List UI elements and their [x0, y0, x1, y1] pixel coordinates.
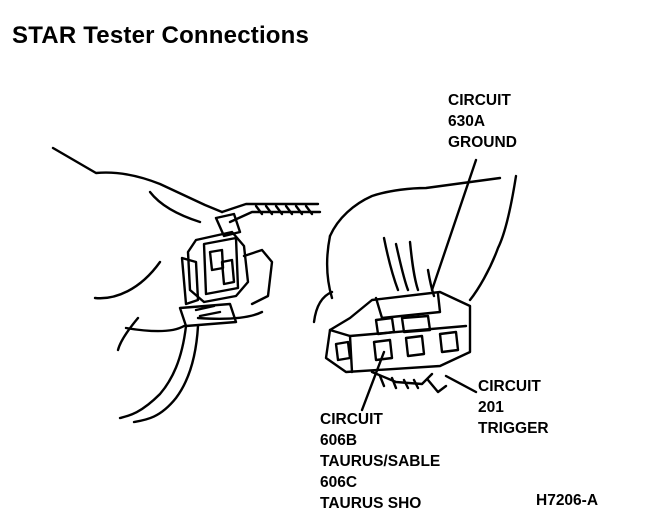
callout-taurus: CIRCUIT 606B TAURUS/SABLE 606C TAURUS SH… [320, 409, 440, 514]
leader-taurus [360, 350, 386, 412]
figure-code: H7206-A [536, 492, 599, 509]
left-hand [51, 146, 224, 352]
right-hand [312, 174, 518, 324]
callout-ground-line-2: 630A [448, 113, 486, 130]
callout-taurus-line-1: CIRCUIT [320, 411, 383, 428]
left-cable [118, 310, 264, 424]
callout-ground-line-1: CIRCUIT [448, 92, 511, 109]
leader-trigger [444, 374, 478, 394]
callout-trigger: CIRCUIT 201 TRIGGER [478, 376, 549, 439]
callout-taurus-line-4: 606C [320, 474, 358, 491]
callout-taurus-line-2: 606B [320, 432, 358, 449]
callout-ground-line-3: GROUND [448, 134, 517, 151]
callout-trigger-line-3: TRIGGER [478, 420, 549, 437]
leader-lines [360, 158, 478, 412]
left-connector [178, 212, 274, 328]
leader-ground [430, 158, 478, 292]
harness-wires-top [220, 202, 322, 224]
callout-ground: CIRCUIT 630A GROUND [448, 90, 517, 153]
callout-trigger-line-2: 201 [478, 399, 504, 416]
callout-trigger-line-1: CIRCUIT [478, 378, 541, 395]
diagram-title: STAR Tester Connections [12, 22, 310, 49]
star-connector [324, 290, 472, 394]
callout-taurus-line-3: TAURUS/SABLE [320, 453, 441, 470]
callout-taurus-line-5: TAURUS SHO [320, 495, 422, 512]
